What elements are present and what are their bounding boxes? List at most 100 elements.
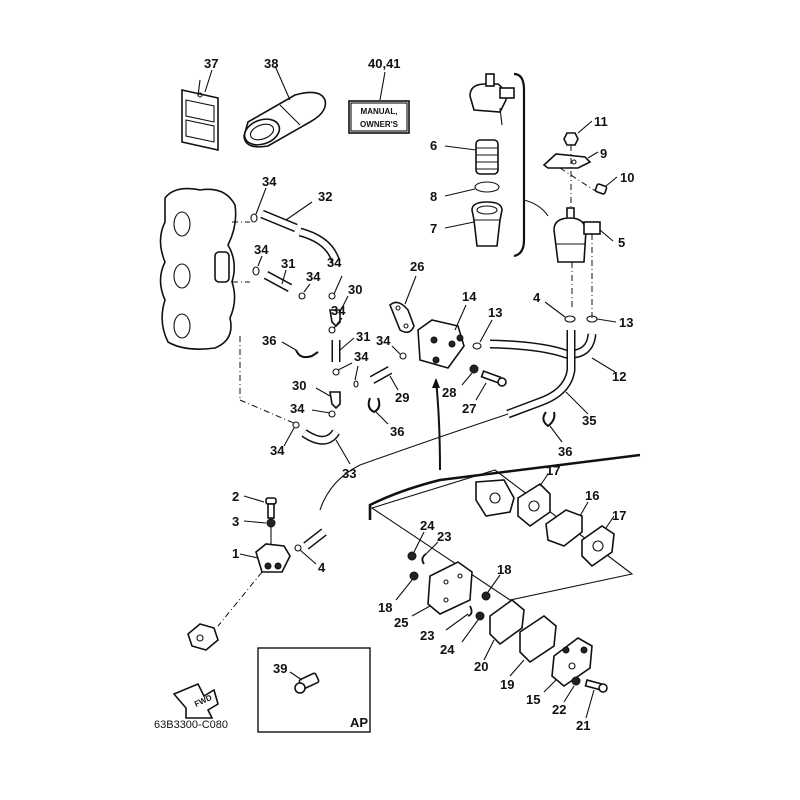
arrow-head (432, 378, 440, 388)
callout-40-41: 40,41 (368, 56, 401, 71)
callout-34-f: 34 (354, 349, 369, 364)
callout-36-left: 36 (262, 333, 276, 348)
part-23-valve-lower (445, 605, 473, 631)
part-12-fuel-hose (489, 333, 616, 373)
callout-18-left: 18 (378, 600, 392, 615)
part-29-hose (369, 366, 399, 391)
part-7-filter-cup (444, 201, 503, 247)
callout-33: 33 (342, 466, 356, 481)
callout-13-right: 13 (619, 315, 633, 330)
part-4-clip-upper (544, 301, 576, 323)
callout-20: 20 (474, 659, 488, 674)
callout-34-h: 34 (290, 401, 305, 416)
callout-8: 8 (430, 189, 437, 204)
callout-35: 35 (582, 413, 596, 428)
part-31-hose-upper (263, 269, 293, 292)
manual-line-1: MANUAL, (361, 107, 398, 116)
part-27-bolt (475, 370, 507, 401)
callout-21: 21 (576, 718, 590, 733)
part-23-valve-upper (421, 541, 439, 565)
callout-30-upper: 30 (348, 282, 362, 297)
callout-24-upper: 24 (420, 518, 435, 533)
part-35-fuel-hose (319, 330, 589, 511)
group-bracket-lower (368, 453, 641, 520)
callout-36-right: 36 (558, 444, 572, 459)
callout-31-upper: 31 (281, 256, 295, 271)
primer-hose-segment (303, 528, 327, 550)
diagram-code: 63B3300-C080 (154, 719, 228, 731)
pump-arrow (435, 379, 441, 471)
callout-23-lower: 23 (420, 628, 434, 643)
callout-34-g: 34 (376, 333, 391, 348)
manual-line-2: OWNER'S (360, 120, 399, 129)
part-21-screw (584, 679, 608, 719)
callout-36-mid: 36 (390, 424, 404, 439)
callout-39: 39 (273, 661, 287, 676)
part-15-pump-body (543, 637, 593, 693)
part-36-clamp-mid (367, 397, 389, 425)
part-28-washer (461, 364, 479, 386)
callout-5: 5 (618, 235, 625, 250)
callout-34-c: 34 (306, 269, 321, 284)
callout-37: 37 (204, 56, 218, 71)
fwd-arrow-icon: FWD (172, 682, 219, 719)
part-31-hose-lower (331, 337, 355, 362)
callout-16: 16 (585, 488, 599, 503)
part-18-nut-left (395, 571, 419, 601)
part-13-clip-right (586, 315, 617, 323)
part-37-caution-label (181, 69, 219, 151)
part-36-clamp-right (542, 411, 563, 443)
callout-34-e: 34 (331, 303, 346, 318)
callout-3: 3 (232, 514, 239, 529)
callout-23-upper: 23 (437, 529, 451, 544)
part-8-o-ring (444, 181, 500, 197)
callout-30-lower: 30 (292, 378, 306, 393)
callout-29: 29 (395, 390, 409, 405)
callout-38: 38 (264, 56, 278, 71)
part-36-clamp-left (281, 341, 319, 359)
callout-18-right: 18 (497, 562, 511, 577)
part-22-washer (563, 676, 581, 703)
part-3-washer (243, 518, 276, 528)
callout-11: 11 (594, 114, 608, 129)
callout-17-b: 17 (612, 508, 626, 523)
part-32-hose (260, 201, 341, 264)
pump-diaphragm-body (475, 479, 515, 517)
part-24-screw-lower (461, 611, 485, 643)
part-20-gasket (483, 598, 525, 661)
part-11-nut (563, 120, 593, 146)
part-40-41-owners-manual: MANUAL, OWNER'S (348, 71, 410, 134)
callout-1: 1 (232, 546, 239, 561)
callout-34-i: 34 (270, 443, 285, 458)
carburetor-block (159, 187, 297, 425)
part-17-gasket-a (517, 473, 551, 528)
part-34-clips (250, 187, 407, 447)
part-18-nut-right (481, 574, 501, 601)
callout-34-a: 34 (262, 174, 277, 189)
part-30-joint-upper (329, 295, 349, 328)
part-24-screw-upper (407, 531, 425, 561)
part-4-clip-lower (294, 544, 317, 565)
callout-14: 14 (462, 289, 477, 304)
callout-25: 25 (394, 615, 408, 630)
callout-24-lower: 24 (440, 642, 455, 657)
callout-6: 6 (430, 138, 437, 153)
part-1-primer-valve (217, 527, 291, 627)
group-pointer-arrow (523, 199, 549, 217)
callout-32: 32 (318, 189, 332, 204)
callout-13-pump: 13 (488, 305, 502, 320)
part-26-gasket (389, 275, 417, 334)
primer-connector (187, 623, 219, 651)
inset-label-ap: AP (350, 715, 368, 730)
part-6-filter-element (444, 139, 499, 175)
callout-19: 19 (500, 677, 514, 692)
part-2-bolt (243, 495, 277, 519)
callout-34-b: 34 (254, 242, 269, 257)
callout-9: 9 (600, 146, 607, 161)
part-39-sensor (289, 671, 320, 694)
part-10-bolt (559, 167, 618, 195)
callout-7: 7 (430, 221, 437, 236)
callout-10: 10 (620, 170, 634, 185)
part-5-fuel-filter-assembly (553, 207, 614, 318)
